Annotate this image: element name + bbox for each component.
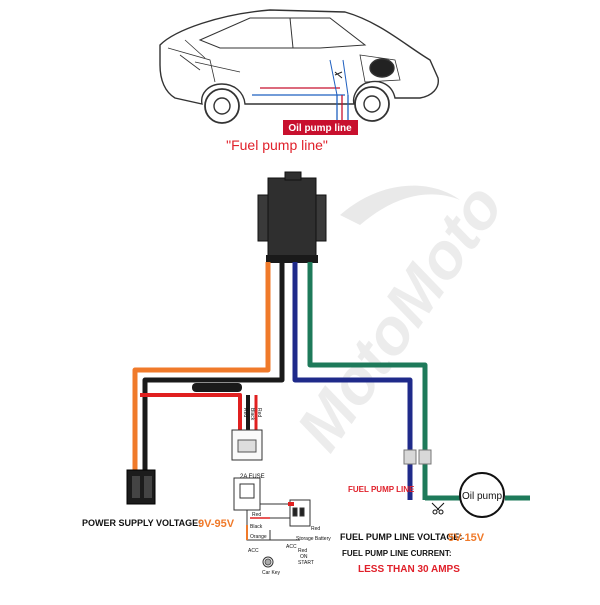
red-wire [140,393,242,430]
sleeve-blue [403,449,417,465]
fuel-pump-current-value: LESS THAN 30 AMPS [358,564,460,575]
wire-label-red-b: Red [311,526,320,532]
connector-pin-red-2: Red [242,408,248,417]
oil-pump-line-tag: Oil pump line [288,123,352,134]
power-connector-icon [126,469,156,505]
connector-icon [231,429,263,461]
wire-label-black: Black [250,524,263,530]
inline-fuse-holder [192,383,242,392]
wire-label-on: ON [300,554,308,560]
connector-pin-black: Black [249,408,255,421]
oil-pump-label: Oil pump [462,491,502,502]
car-outline-icon [159,9,439,135]
wire-label-car-key: Car Key [262,570,281,576]
sleeve-green [418,449,432,465]
fuel-pump-voltage-title: FUEL PUMP LINE VOLTAGE: [340,532,462,542]
fuel-pump-voltage-value: 5V-15V [448,532,485,544]
scissors-icon [431,502,445,515]
ignition-key-icon [264,558,272,566]
wire-harness [132,262,530,501]
wire-label-storage-battery: Storage Battery [296,536,331,542]
green-wire [307,262,428,500]
wire-label-red-a: Red [252,512,261,518]
orange-wire [132,262,271,470]
wire-label-orange: Orange [250,534,267,540]
relay-icon [257,171,327,263]
wire-label-start: START [298,560,314,566]
power-supply-title: POWER SUPPLY VOLTAGE: [82,518,201,528]
blue-wire [292,262,413,500]
fuse-label: 2A FUSE [240,474,265,480]
connector-pin-red-1: Red [256,408,262,417]
fuel-pump-line-caption: "Fuel pump line" [226,137,328,153]
fuel-pump-line-label: FUEL PUMP LINE [348,485,415,494]
fuse-icon [288,502,294,506]
ignition-schematic [233,477,311,568]
oil-pump-icon [459,472,505,518]
oil-pump-line-tag-bg [283,120,358,135]
wire-label-acc-a: ACC [248,548,259,554]
wire-label-acc-b: ACC [286,544,297,550]
black-wire [142,262,285,470]
fuel-pump-current-title: FUEL PUMP LINE CURRENT: [342,549,452,558]
wire-label-red-c: Red [298,548,307,554]
power-supply-value: 9V-95V [198,518,235,530]
